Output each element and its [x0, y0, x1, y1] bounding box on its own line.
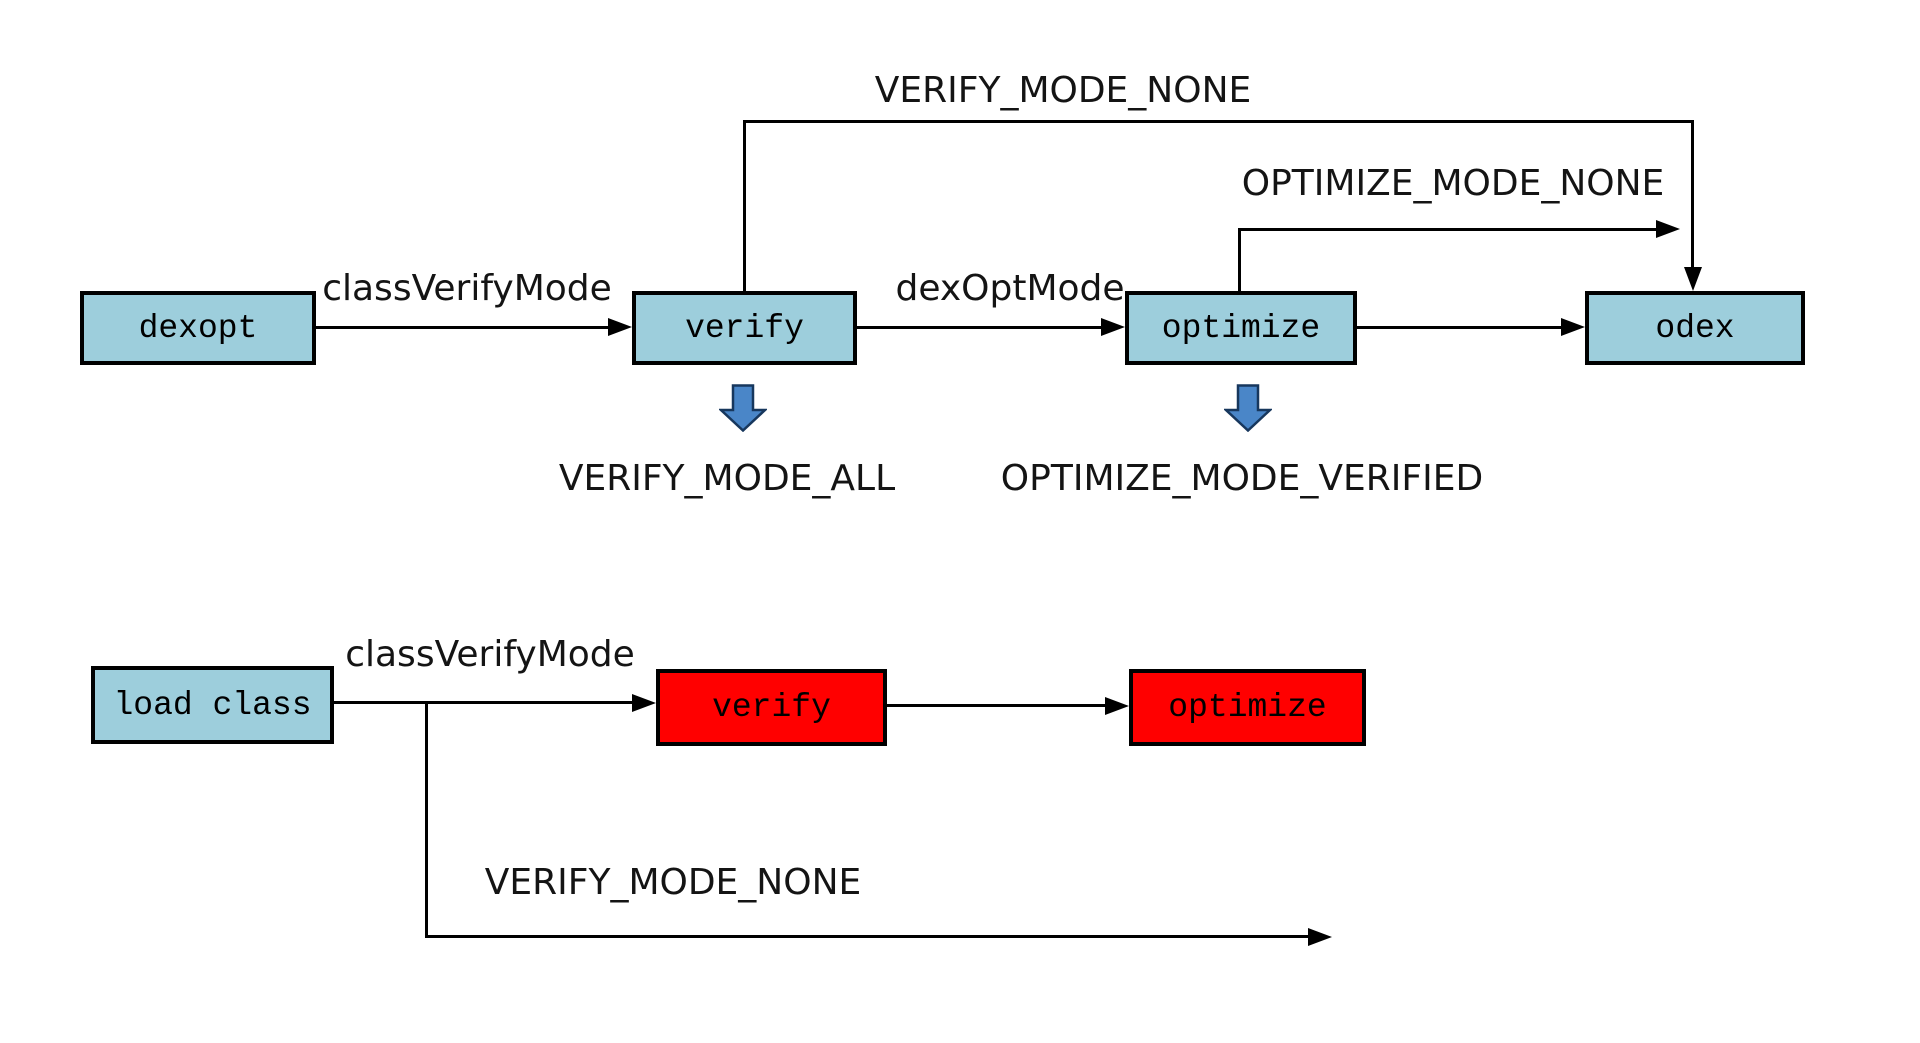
connector-optimize-bypass-across: [1238, 228, 1656, 231]
label-verify-mode-all: VERIFY_MODE_ALL: [558, 458, 896, 499]
connector-optimize-bypass-up: [1238, 229, 1241, 291]
connector-skip-down: [425, 702, 428, 937]
label-verify-mode-none-bottom: VERIFY_MODE_NONE: [484, 862, 862, 903]
node-optimize: optimize: [1125, 291, 1357, 365]
arrowhead-verify-bypass: [1684, 267, 1702, 291]
connector-optimize-odex: [1357, 326, 1561, 329]
edge-label-class-verify-mode-bottom: classVerifyMode: [345, 634, 635, 675]
label-optimize-mode-verified: OPTIMIZE_MODE_VERIFIED: [1000, 458, 1484, 499]
down-arrow-icon: [1224, 384, 1272, 432]
connector-verify-bypass-across: [743, 120, 1694, 123]
node-verify-red: verify: [656, 669, 887, 746]
arrowhead-optimize-odex: [1561, 318, 1585, 336]
arrowhead-verify2-optimize2: [1105, 697, 1129, 715]
connector-load-verify: [334, 701, 634, 704]
connector-verify-optimize: [857, 326, 1103, 329]
edge-label-class-verify-mode: classVerifyMode: [322, 268, 612, 309]
label-optimize-mode-none: OPTIMIZE_MODE_NONE: [1241, 163, 1665, 204]
node-load-class: load class: [91, 666, 334, 744]
label-verify-mode-none: VERIFY_MODE_NONE: [874, 70, 1252, 111]
connector-verify2-optimize2: [887, 704, 1107, 707]
edge-label-dex-opt-mode: dexOptMode: [895, 268, 1125, 309]
down-arrow-icon: [719, 384, 767, 432]
arrowhead-verify-optimize: [1101, 318, 1125, 336]
arrowhead-load-verify: [632, 694, 656, 712]
connector-dexopt-verify: [316, 326, 610, 329]
connector-verify-bypass-up: [743, 121, 746, 291]
node-verify: verify: [632, 291, 857, 365]
arrowhead-optimize-bypass: [1656, 220, 1680, 238]
arrowhead-dexopt-verify: [608, 318, 632, 336]
node-odex: odex: [1585, 291, 1805, 365]
arrowhead-skip: [1308, 928, 1332, 946]
connector-verify-bypass-down: [1691, 120, 1694, 268]
node-dexopt: dexopt: [80, 291, 316, 365]
connector-skip-across: [425, 935, 1308, 938]
node-optimize-red: optimize: [1129, 669, 1366, 746]
